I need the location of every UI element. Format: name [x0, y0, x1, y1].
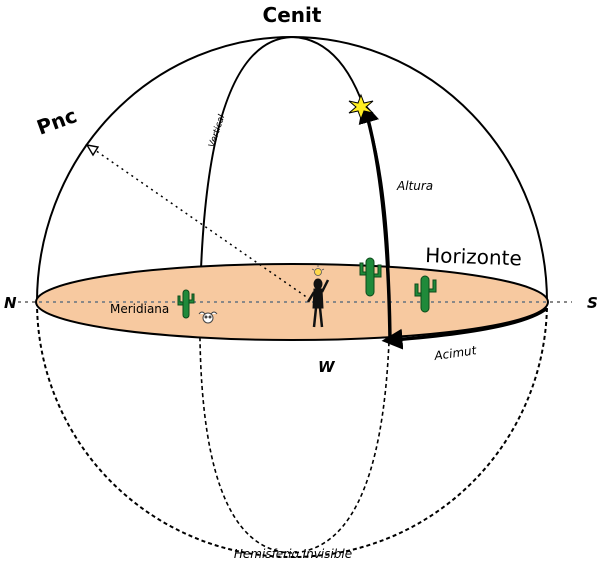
altitude-label: Altura [396, 179, 433, 193]
zenith-label: Cenit [263, 3, 322, 27]
west-label: W [318, 358, 336, 376]
pole-label: Pnc [34, 103, 81, 139]
north-label: N [4, 294, 17, 312]
lightbulb-icon [311, 265, 325, 276]
meridian-label: Meridiana [110, 302, 169, 316]
azimuth-arc [381, 306, 549, 350]
cactus-icon [177, 289, 195, 319]
vertical-circle-lower [199, 301, 391, 554]
sphere-lower-outline [36, 301, 548, 558]
skull-icon [198, 311, 218, 324]
person-icon [306, 278, 330, 328]
horizon-label: Horizonte [425, 243, 522, 270]
star-icon [348, 93, 374, 121]
invisible-hemisphere-label: Hemisferio Invisible [234, 547, 352, 561]
cactus-icon [359, 257, 382, 297]
pole-arrow-tip [85, 144, 100, 157]
vertical-circle-upper [199, 35, 391, 303]
cactus-icon [414, 275, 437, 313]
vertical-label: Vertical [207, 113, 227, 149]
azimuth-label: Acimut [432, 343, 478, 363]
south-label: S [587, 294, 598, 312]
altitude-arc [358, 101, 392, 341]
pole-axis [91, 147, 319, 306]
